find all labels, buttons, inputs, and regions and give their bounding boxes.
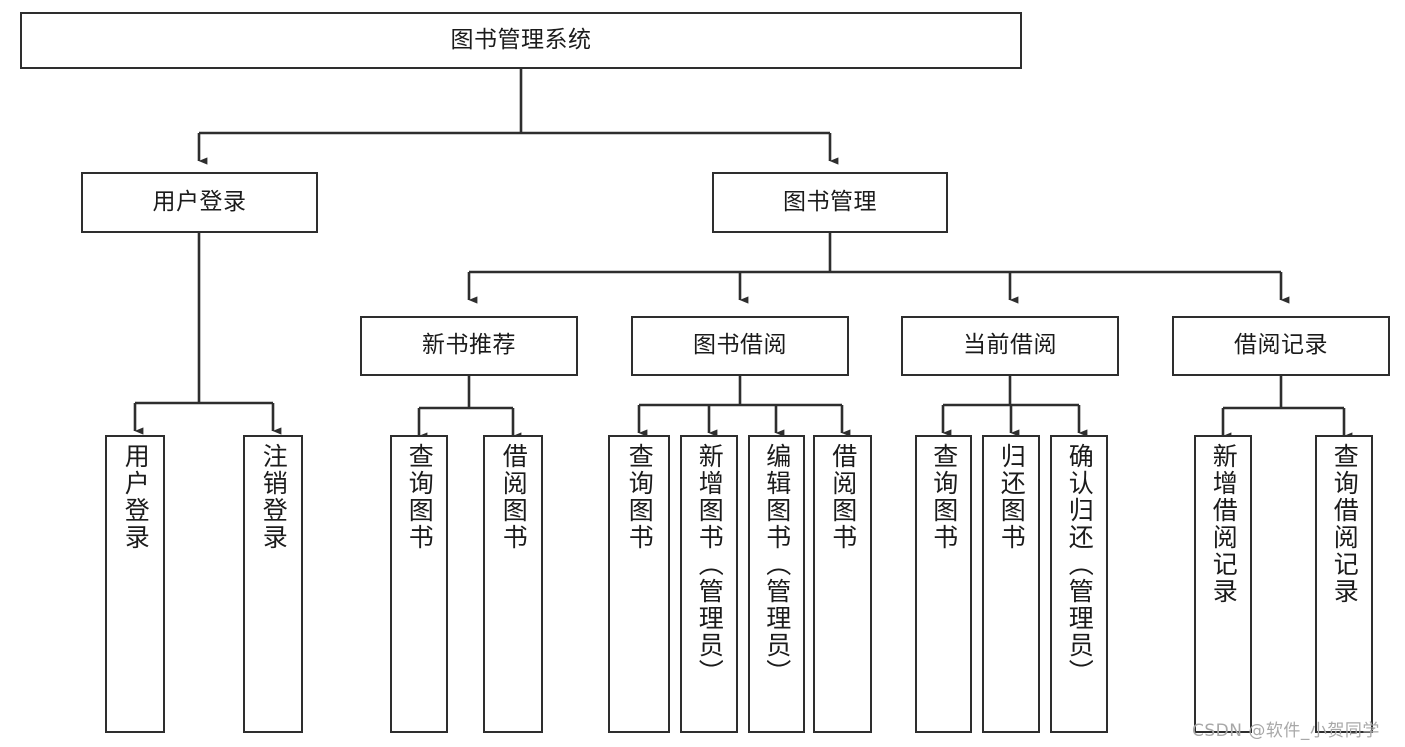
node-leaf-return-book-label: 归还图书 xyxy=(997,443,1027,551)
node-leaf-confirm-return-admin[interactable]: 确认归还（管理员） xyxy=(1050,435,1108,733)
node-borrow-record[interactable]: 借阅记录 xyxy=(1172,316,1390,376)
node-leaf-borrow-book-1-label: 借阅图书 xyxy=(499,443,529,551)
node-root-label: 图书管理系统 xyxy=(450,26,592,53)
node-book-manage[interactable]: 图书管理 xyxy=(712,172,948,233)
node-new-book-rec[interactable]: 新书推荐 xyxy=(360,316,578,376)
node-leaf-borrow-book-2-label: 借阅图书 xyxy=(828,443,858,551)
node-leaf-query-borrow-record[interactable]: 查询借阅记录 xyxy=(1315,435,1373,733)
node-leaf-add-borrow-record-label: 新增借阅记录 xyxy=(1209,443,1239,605)
node-current-borrow[interactable]: 当前借阅 xyxy=(901,316,1119,376)
node-leaf-borrow-book-1[interactable]: 借阅图书 xyxy=(483,435,543,733)
node-book-manage-label: 图书管理 xyxy=(783,188,877,215)
node-current-borrow-label: 当前借阅 xyxy=(963,332,1057,359)
node-user-login[interactable]: 用户登录 xyxy=(81,172,318,233)
node-root[interactable]: 图书管理系统 xyxy=(20,12,1022,69)
node-borrow-record-label: 借阅记录 xyxy=(1234,332,1328,359)
node-leaf-user-login-label: 用户登录 xyxy=(121,443,151,551)
node-leaf-user-login[interactable]: 用户登录 xyxy=(105,435,165,733)
node-leaf-borrow-book-2[interactable]: 借阅图书 xyxy=(813,435,872,733)
node-leaf-query-book-1-label: 查询图书 xyxy=(405,443,435,551)
node-leaf-logout-label: 注销登录 xyxy=(259,443,289,551)
node-leaf-edit-book-admin[interactable]: 编辑图书（管理员） xyxy=(748,435,805,733)
node-leaf-add-book-admin-label: 新增图书（管理员） xyxy=(695,443,725,686)
node-leaf-query-book-3[interactable]: 查询图书 xyxy=(915,435,972,733)
node-leaf-logout[interactable]: 注销登录 xyxy=(243,435,303,733)
node-leaf-query-book-2[interactable]: 查询图书 xyxy=(608,435,670,733)
node-book-borrow[interactable]: 图书借阅 xyxy=(631,316,849,376)
node-user-login-label: 用户登录 xyxy=(152,188,247,215)
csdn-watermark: CSDN @软件_小贺同学 xyxy=(1192,721,1380,741)
node-leaf-query-borrow-record-label: 查询借阅记录 xyxy=(1330,443,1360,605)
node-leaf-query-book-2-label: 查询图书 xyxy=(625,443,655,551)
node-leaf-add-book-admin[interactable]: 新增图书（管理员） xyxy=(680,435,738,733)
node-leaf-add-borrow-record[interactable]: 新增借阅记录 xyxy=(1194,435,1252,733)
node-leaf-return-book[interactable]: 归还图书 xyxy=(982,435,1040,733)
node-new-book-rec-label: 新书推荐 xyxy=(422,332,516,359)
node-book-borrow-label: 图书借阅 xyxy=(693,332,787,359)
node-leaf-query-book-1[interactable]: 查询图书 xyxy=(390,435,448,733)
node-leaf-confirm-return-admin-label: 确认归还（管理员） xyxy=(1065,443,1095,686)
node-leaf-edit-book-admin-label: 编辑图书（管理员） xyxy=(762,443,792,686)
node-leaf-query-book-3-label: 查询图书 xyxy=(929,443,959,551)
